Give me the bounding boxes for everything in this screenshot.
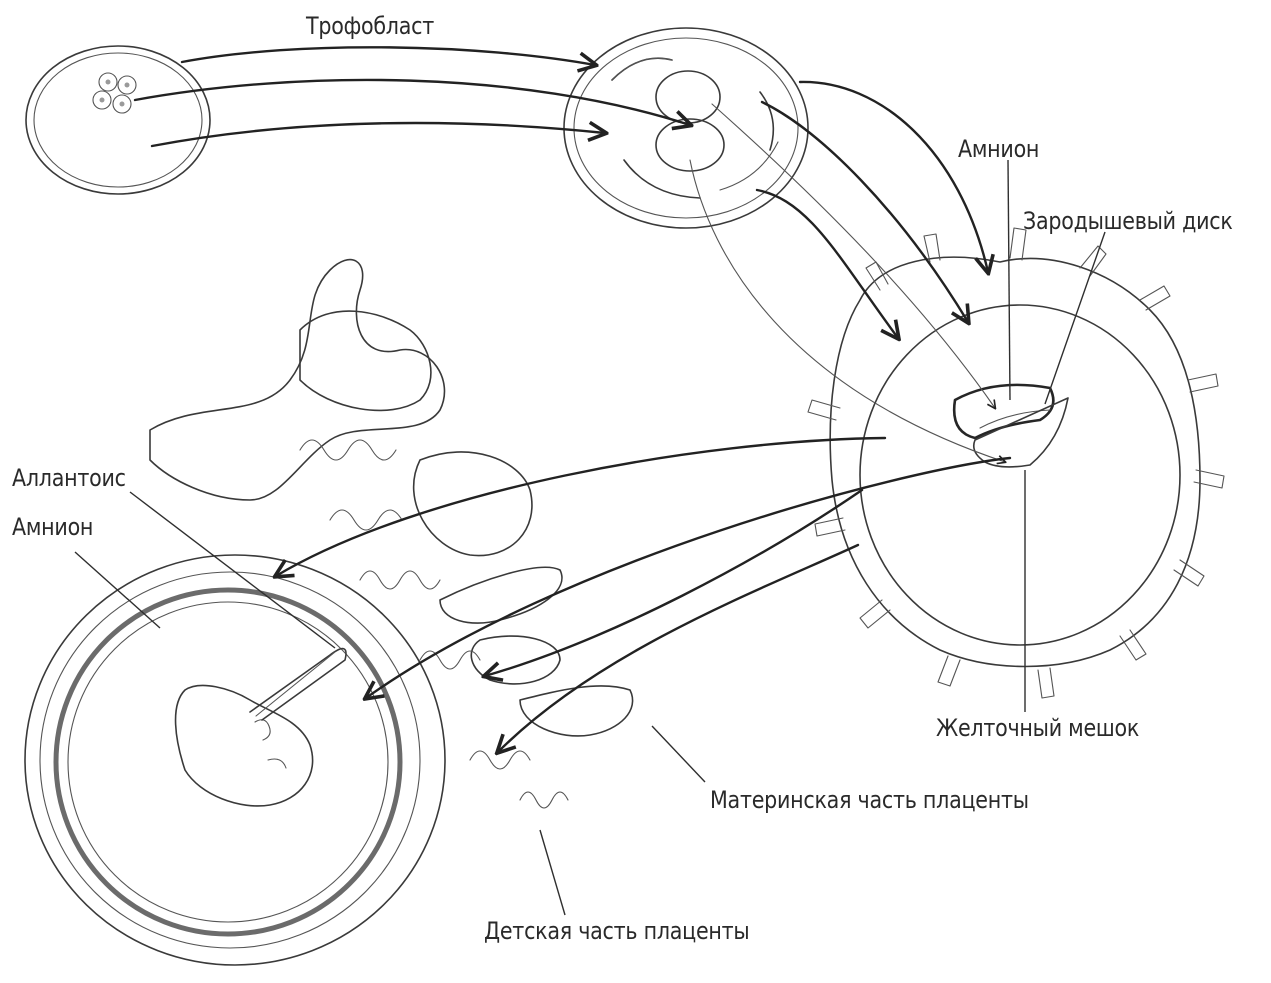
morula-cells <box>93 73 136 113</box>
leader-fetal <box>540 830 565 915</box>
label-embryonic-disc: Зародышевый диск <box>1023 207 1233 235</box>
label-fetal-placenta: Детская часть плаценты <box>484 917 749 945</box>
label-amnion-left: Амнион <box>12 513 93 541</box>
leader-embryonic-disc <box>1045 232 1105 404</box>
placenta-stage <box>25 260 633 965</box>
morula-stage <box>26 46 210 194</box>
label-allantois: Аллантоис <box>12 464 126 492</box>
leader-amnion-top <box>1008 160 1010 400</box>
label-yolk-sac: Желточный мешок <box>936 714 1139 742</box>
leader-allantois <box>130 492 335 648</box>
blastocyst-stage <box>564 28 808 228</box>
leader-amnion-left <box>75 552 160 628</box>
label-maternal-placenta: Материнская часть плаценты <box>710 786 1029 814</box>
label-trophoblast: Трофобласт <box>306 12 434 40</box>
leader-maternal <box>652 726 705 782</box>
label-amnion-top: Амнион <box>958 135 1039 163</box>
